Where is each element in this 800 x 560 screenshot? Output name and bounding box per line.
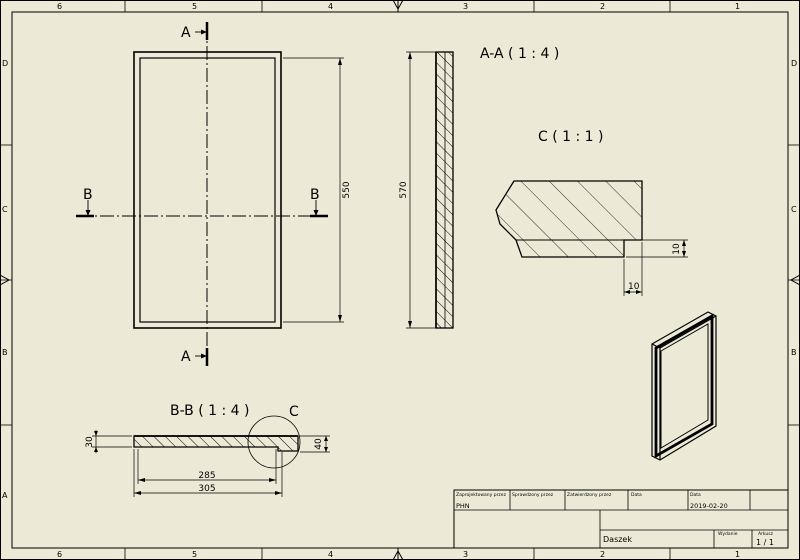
detail-c-title: C ( 1 : 1 ) [538, 129, 603, 145]
dim-section-bb-widths [133, 449, 283, 497]
title-block-checked-by-label: Sprawdzony przez [512, 492, 554, 498]
section-bb-title: B-B ( 1 : 4 ) [170, 403, 249, 419]
section-a-marker-top: A [181, 22, 209, 41]
zone-col-bottom-1: 1 [735, 550, 740, 559]
dim-detail-c-vertical-text: 10 [672, 243, 682, 255]
title-block-designer-value: PHN [456, 502, 470, 510]
section-a-letter-bottom: A [181, 349, 191, 365]
dim-section-bb-height [300, 435, 330, 453]
section-aa-title: A-A ( 1 : 4 ) [480, 46, 559, 62]
zone-row-left-b: B [2, 348, 8, 357]
title-block-date-value: 2019-02-20 [690, 502, 728, 510]
dim-section-bb-thickness-text: 30 [85, 436, 95, 448]
dim-front-height-text: 550 [342, 181, 352, 198]
dim-front-height [283, 57, 344, 323]
title-block-edition-label: Wydanie [718, 531, 738, 537]
section-b-letter-right: B [310, 187, 320, 203]
zone-col-top-3: 3 [463, 2, 468, 11]
dim-section-bb-total-width-text: 305 [198, 484, 215, 494]
dim-detail-c-horizontal-text: 10 [628, 282, 640, 292]
zone-row-right-d: D [791, 59, 797, 68]
dim-section-aa-height-text: 570 [399, 181, 409, 198]
zone-row-left-c: C [2, 205, 8, 214]
dim-detail-c-horizontal [623, 242, 643, 296]
detail-c-callout-letter: C [289, 404, 299, 420]
zone-col-bottom-3: 3 [463, 550, 468, 559]
title-block: Zaprojektowany przez Sprawdzony przez Za… [453, 489, 789, 549]
dim-section-bb-height-text: 40 [314, 438, 324, 450]
dim-section-bb-thickness [92, 430, 132, 453]
zone-col-bottom-2: 2 [600, 550, 605, 559]
title-block-date-label-2: Data [690, 492, 701, 498]
zone-row-right-c: C [791, 205, 797, 214]
zone-col-top-4: 4 [328, 2, 333, 11]
section-b-letter-left: B [83, 187, 93, 203]
zone-row-left-a: A [2, 491, 8, 500]
section-b-marker-left: B [76, 187, 94, 218]
front-view: A A B B 550 [76, 22, 352, 366]
isometric-view [651, 311, 717, 461]
dim-detail-c-vertical [626, 239, 688, 258]
title-block-approved-by-label: Zatwierdzony przez [567, 492, 612, 498]
zone-col-bottom-4: 4 [328, 550, 333, 559]
section-a-marker-bottom: A [181, 348, 209, 366]
dim-section-aa-height [406, 51, 436, 329]
title-block-part-name: Daszek [603, 535, 632, 544]
section-a-letter-top: A [181, 25, 191, 41]
title-block-date-label-1: Data [631, 492, 642, 498]
detail-c-profile [495, 180, 643, 258]
zone-row-left-d: D [2, 59, 8, 68]
zone-col-top-1: 1 [735, 2, 740, 11]
detail-c-callout-circle [247, 415, 301, 469]
section-aa-profile [435, 51, 454, 329]
zone-col-top-6: 6 [57, 2, 62, 11]
dim-section-bb-inner-width-text: 285 [198, 471, 215, 481]
zone-col-bottom-6: 6 [57, 550, 62, 559]
zone-col-top-5: 5 [192, 2, 197, 11]
zone-row-right-b: B [791, 348, 797, 357]
zone-col-top-2: 2 [600, 2, 605, 11]
section-bb-profile [133, 435, 299, 452]
section-aa-view: A-A ( 1 : 4 ) 570 [399, 46, 559, 329]
title-block-designed-by-label: Zaprojektowany przez [456, 492, 507, 498]
section-bb-view: B-B ( 1 : 4 ) C 30 40 [85, 403, 330, 497]
title-block-sheet-label: Arkusz [758, 531, 774, 537]
zone-col-bottom-5: 5 [192, 550, 197, 559]
detail-c-view: C ( 1 : 1 ) 10 10 [495, 129, 688, 296]
section-b-marker-right: B [310, 187, 328, 218]
title-block-sheet-value: 1 / 1 [756, 538, 774, 547]
